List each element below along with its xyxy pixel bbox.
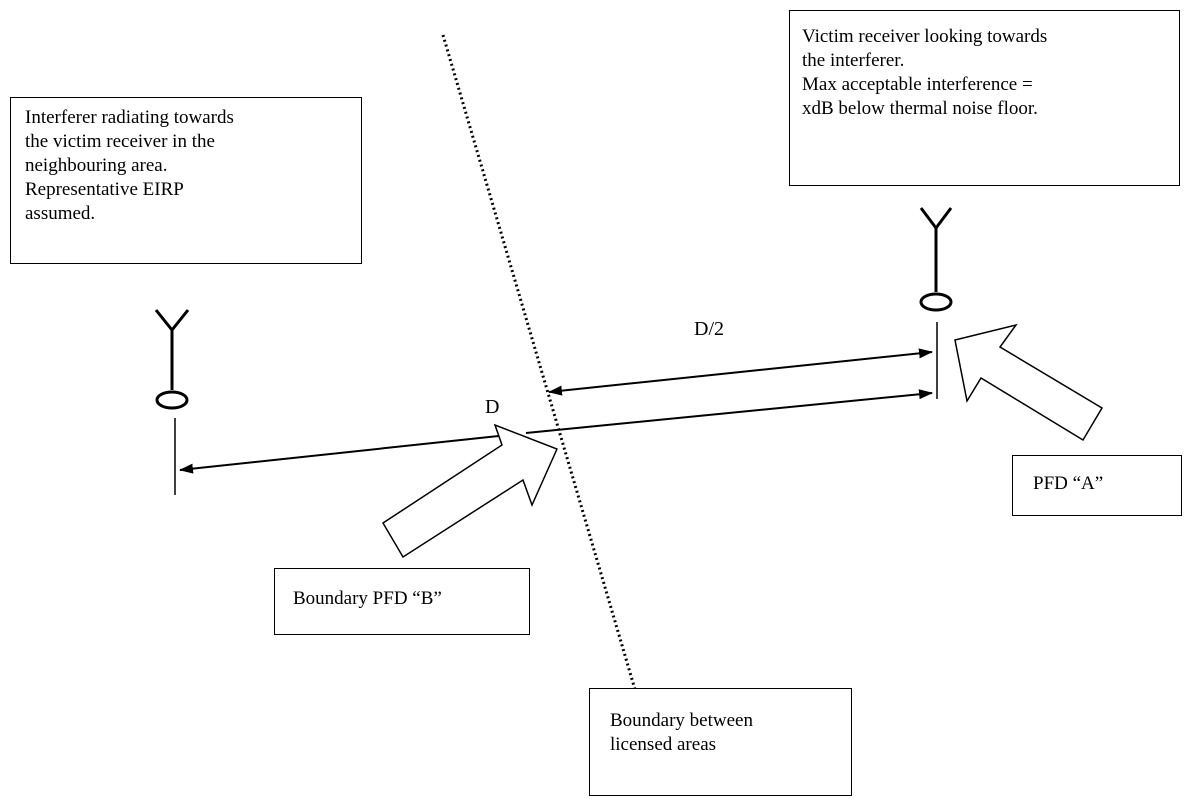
pfd-a-box: PFD “A” [1012,455,1182,516]
interferer-text-line-2: the victim receiver in the [25,131,215,152]
half-distance-arrow [548,348,933,396]
boundary-line [441,34,638,694]
interferer-description-box: Interferer radiating towards the victim … [10,97,362,264]
pfd-a-label: PFD “A” [1033,473,1104,494]
full-distance-arrow-left [179,434,509,474]
interferer-text-line-3: neighbouring area. [25,155,168,176]
pfd-a-pointer-arrow [954,323,1104,442]
pfd-b-box: Boundary PFD “B” [274,568,530,635]
full-distance-arrow-right [525,389,933,434]
victim-text-line-3: Max acceptable interference = [802,74,1033,95]
victim-text-line-2: the interferer. [802,50,905,71]
victim-antenna-icon [919,207,953,312]
boundary-text-line-2: licensed areas [610,734,717,755]
victim-description-box: Victim receiver looking towards the inte… [789,10,1180,186]
boundary-text-line-1: Boundary between [610,710,753,731]
interferer-antenna-icon [154,309,190,410]
victim-text-line-4: xdB below thermal noise floor. [802,98,1038,119]
interferer-text-line-4: Representative EIRP [25,179,184,200]
full-distance-label: D [485,396,500,418]
pfd-b-label: Boundary PFD “B” [293,588,442,609]
boundary-description-box: Boundary between licensed areas [589,688,852,796]
half-distance-label: D/2 [694,318,724,340]
interferer-text-line-5: assumed. [25,203,96,224]
victim-text-line-1: Victim receiver looking towards [802,26,1048,47]
interferer-text-line-1: Interferer radiating towards [25,107,234,128]
pfd-b-pointer-arrow [381,423,559,559]
